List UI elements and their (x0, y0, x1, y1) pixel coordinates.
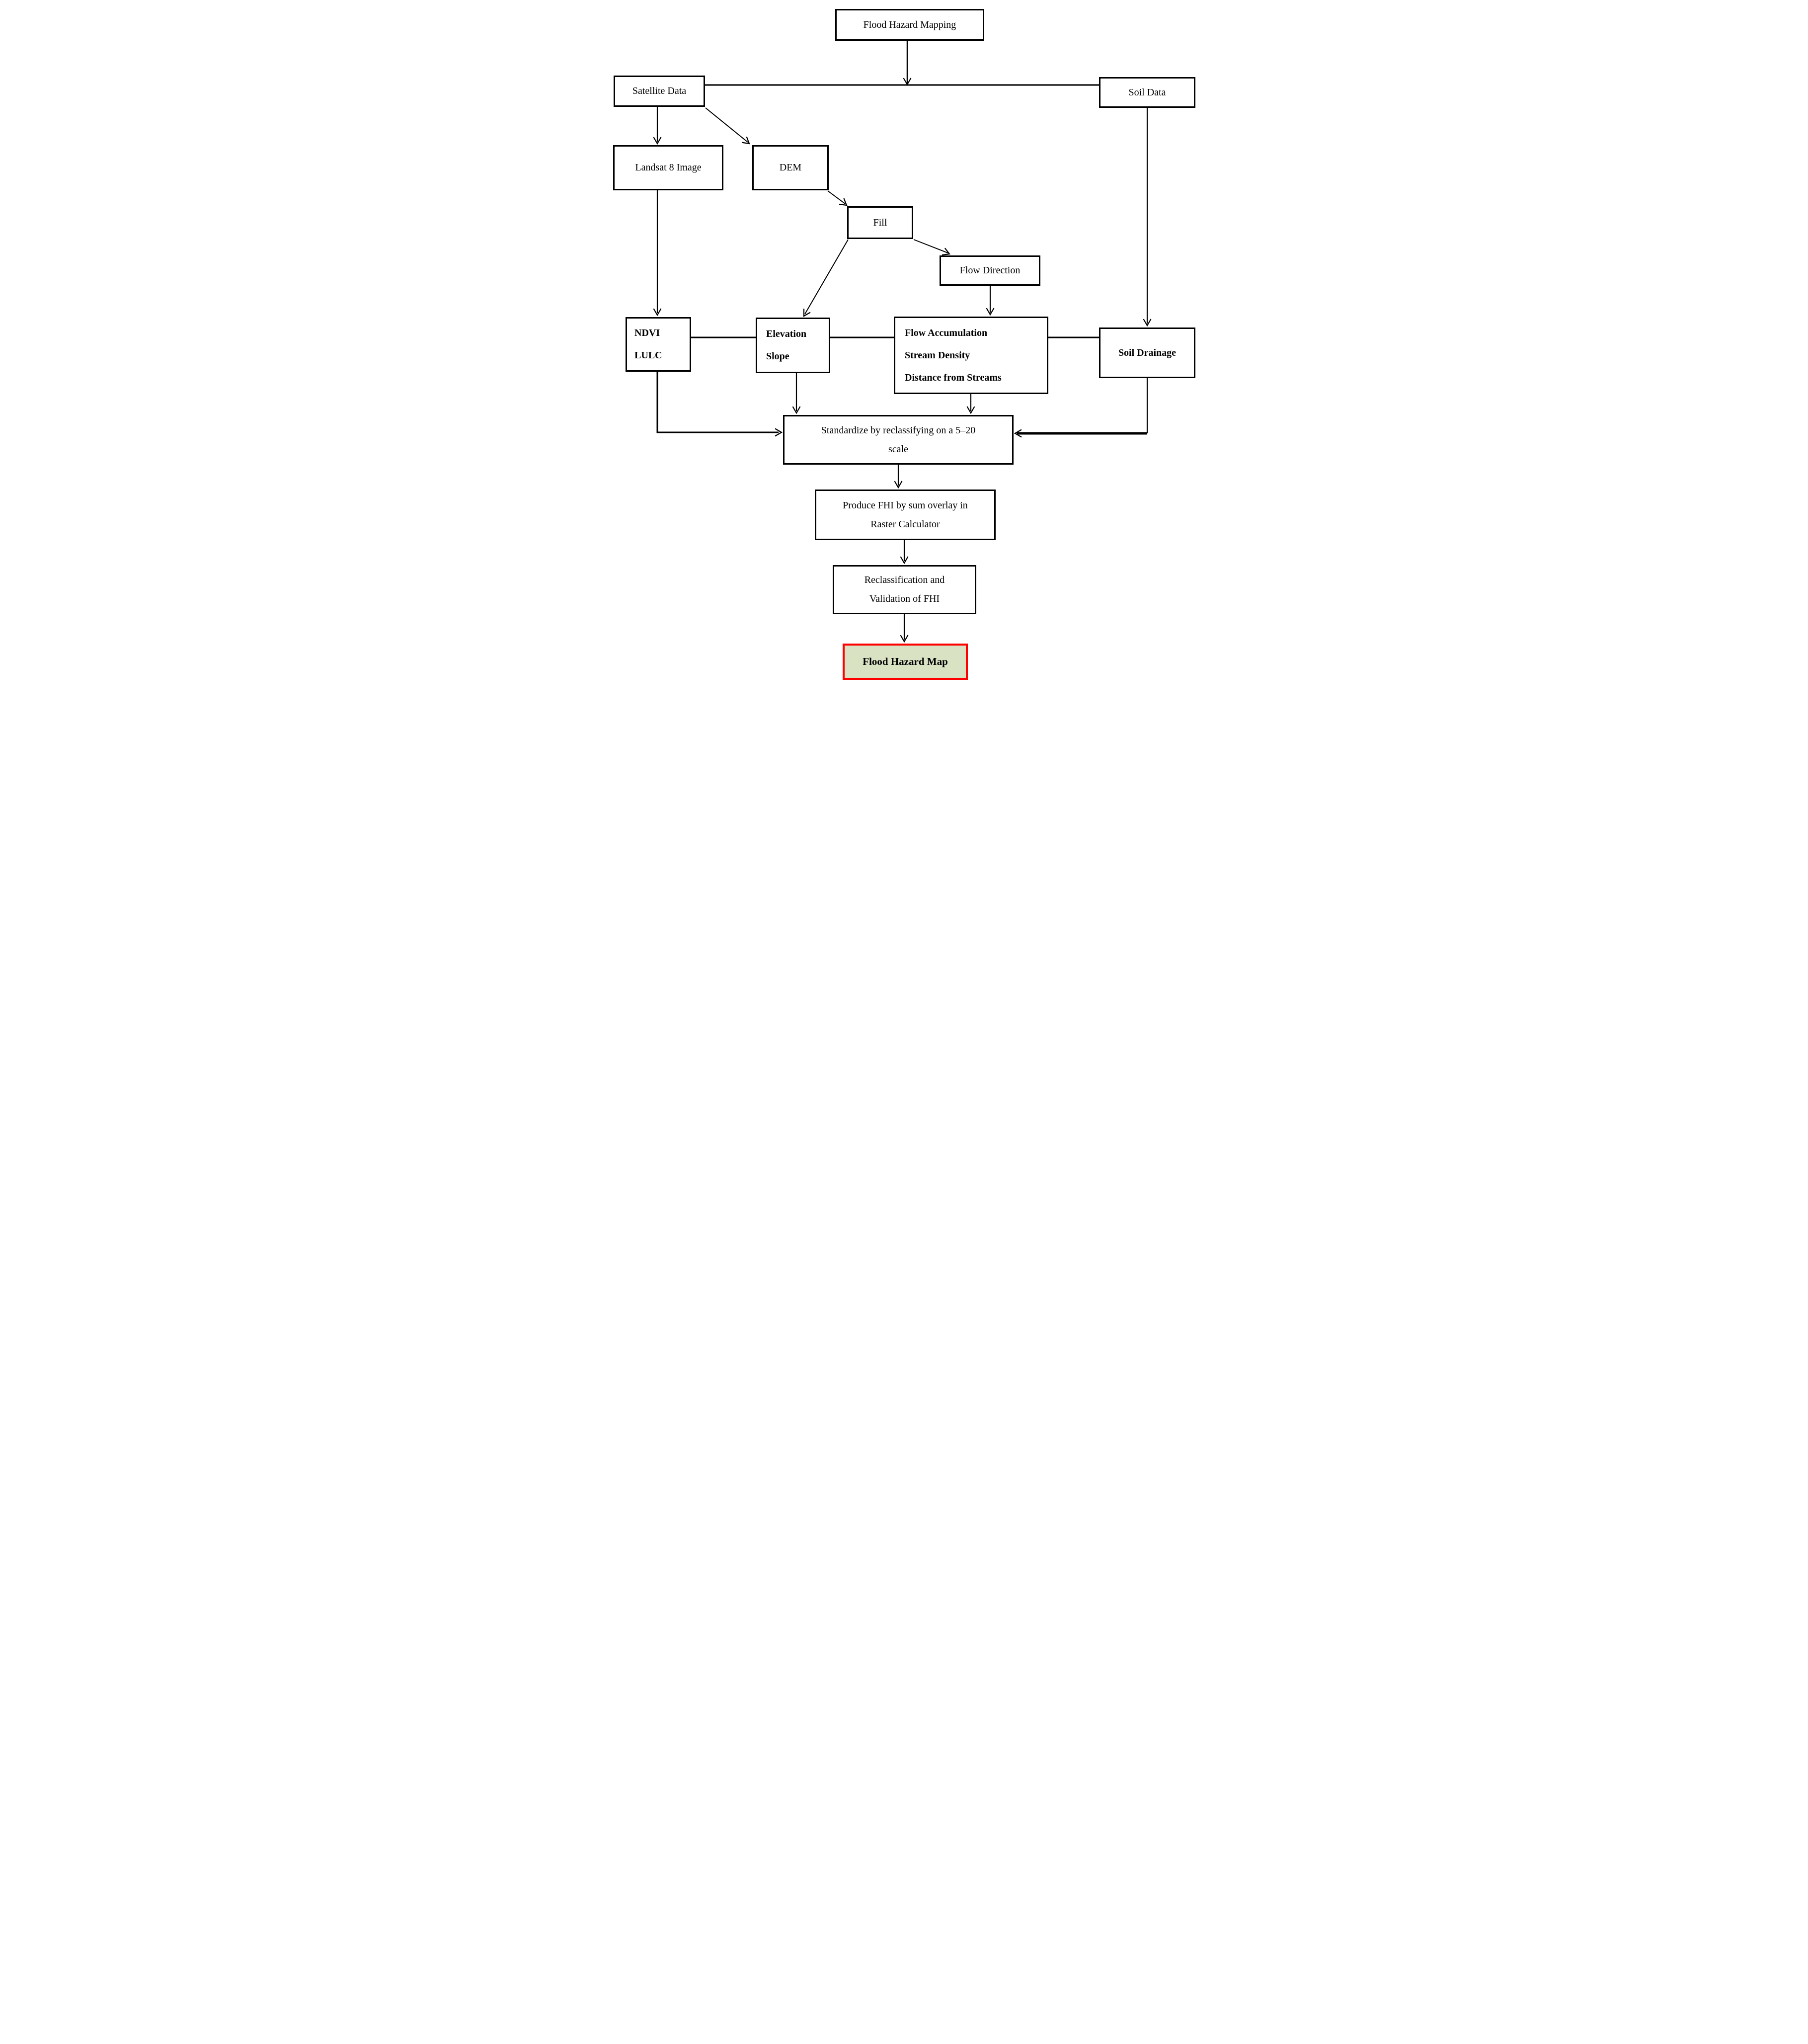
node-fill: Fill (847, 206, 913, 239)
node-flood-hazard-mapping: Flood Hazard Mapping (835, 9, 984, 41)
connector-satellite-to-dem (705, 107, 750, 145)
node-reclassification-validation: Reclassification and Validation of FHI (833, 565, 976, 614)
connector-flow-accumulation-to-standardize (966, 394, 975, 414)
node-elevation-slope: Elevation Slope (756, 318, 830, 373)
distance-from-streams-label: Distance from Streams (905, 372, 1002, 383)
ndvi-label: NDVI (634, 327, 660, 338)
node-flow-direction: Flow Direction (940, 255, 1040, 286)
node-soil-data: Soil Data (1099, 77, 1195, 108)
node-produce-fhi: Produce FHI by sum overlay in Raster Cal… (815, 490, 996, 540)
connector-landsat-to-ndvi (653, 190, 662, 317)
connector-flow-direction-to-flow-accumulation (986, 286, 995, 316)
stream-density-label: Stream Density (905, 349, 970, 361)
reclassification-line-1: Reclassification and (864, 574, 945, 585)
slope-label: Slope (766, 351, 789, 362)
standardize-line-1: Standardize by reclassifying on a 5–20 (821, 424, 976, 436)
reclassification-line-2: Validation of FHI (869, 593, 940, 604)
connector-soil-data-to-soil-drainage (1143, 108, 1152, 327)
connector-dem-to-fill (827, 190, 848, 206)
standardize-line-2: scale (888, 443, 908, 455)
produce-fhi-line-2: Raster Calculator (870, 518, 940, 530)
node-dem: DEM (752, 145, 829, 190)
connector-produce-to-reclassification (900, 540, 909, 565)
connector-reclassification-to-flood-hazard-map (900, 614, 909, 643)
connector-fill-to-elevation (803, 239, 849, 317)
node-landsat-8-image: Landsat 8 Image (613, 145, 723, 190)
node-soil-drainage: Soil Drainage (1099, 327, 1195, 378)
connector-standardize-to-produce (894, 465, 903, 489)
produce-fhi-line-1: Produce FHI by sum overlay in (843, 499, 968, 511)
node-ndvi-lulc: NDVI LULC (626, 317, 691, 372)
flowchart-canvas: Flood Hazard Mapping Satellite Data Soil… (603, 0, 1205, 681)
node-flow-accumulation-stream-density-distance: Flow Accumulation Stream Density Distanc… (894, 317, 1048, 394)
connector-soil-drainage-to-standardize (1014, 378, 1148, 438)
lulc-label: LULC (634, 350, 662, 361)
node-satellite-data: Satellite Data (614, 76, 705, 107)
connector-elevation-to-standardize (792, 373, 801, 414)
node-standardize: Standardize by reclassifying on a 5–20 s… (783, 415, 1014, 465)
connector-ndvi-to-standardize (656, 372, 783, 437)
connector-satellite-to-landsat (653, 107, 662, 145)
connector-fill-to-flow-direction (913, 239, 951, 256)
elevation-label: Elevation (766, 328, 807, 339)
connector-title-to-junction (903, 41, 912, 86)
node-flood-hazard-map: Flood Hazard Map (843, 644, 968, 680)
connector-layer (653, 41, 1152, 643)
flow-accumulation-label: Flow Accumulation (905, 327, 988, 338)
